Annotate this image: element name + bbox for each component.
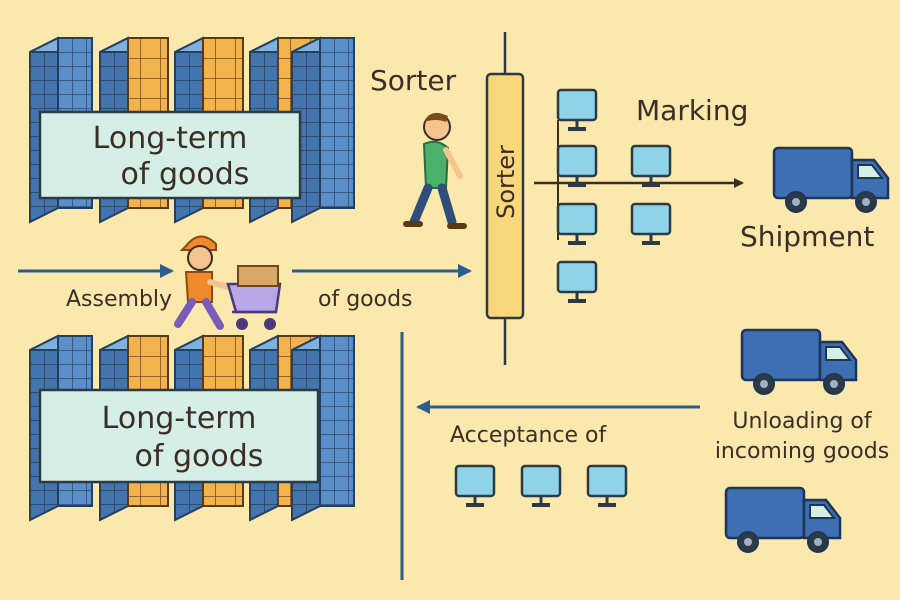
unloading-truck-top-icon bbox=[740, 328, 858, 396]
unloading-truck-bottom-icon bbox=[724, 486, 842, 554]
shipment-truck-icon bbox=[772, 146, 890, 214]
monitor-icon bbox=[630, 202, 672, 247]
sorter-column-label: Sorter bbox=[492, 145, 520, 219]
sorter-title: Sorter bbox=[370, 64, 457, 97]
top-storage-racks bbox=[29, 37, 355, 223]
assembly-label: Assembly bbox=[66, 287, 173, 312]
monitor-icon bbox=[556, 260, 598, 305]
shipment-label: Shipment bbox=[740, 220, 875, 253]
cart-worker-icon bbox=[174, 235, 282, 330]
unloading-label-line1: Unloading of bbox=[732, 409, 872, 434]
of-goods-label: of goods bbox=[318, 287, 413, 312]
monitor-icon bbox=[520, 464, 562, 509]
top-storage-label-line1: Long-term bbox=[92, 121, 248, 156]
monitor-icon bbox=[630, 144, 672, 189]
walking-person-icon bbox=[403, 113, 467, 229]
monitor-icon bbox=[556, 202, 598, 247]
bottom-storage-panel bbox=[38, 388, 320, 484]
sorter-column bbox=[485, 32, 525, 365]
unloading-label-line2: incoming goods bbox=[714, 439, 890, 464]
monitor-icon bbox=[556, 88, 598, 133]
top-storage-panel bbox=[38, 110, 302, 200]
top-storage-label-line2: of goods bbox=[120, 157, 250, 192]
bottom-storage-racks bbox=[29, 335, 355, 521]
monitor-icon bbox=[556, 144, 598, 189]
monitor-icon bbox=[454, 464, 496, 509]
acceptance-label: Acceptance of bbox=[450, 423, 607, 448]
bottom-storage-label-line2: of goods bbox=[134, 439, 264, 474]
marking-label: Marking bbox=[636, 94, 749, 127]
acceptance-monitors bbox=[454, 464, 628, 509]
bottom-storage-label-line1: Long-term bbox=[101, 401, 257, 436]
monitor-icon bbox=[586, 464, 628, 509]
